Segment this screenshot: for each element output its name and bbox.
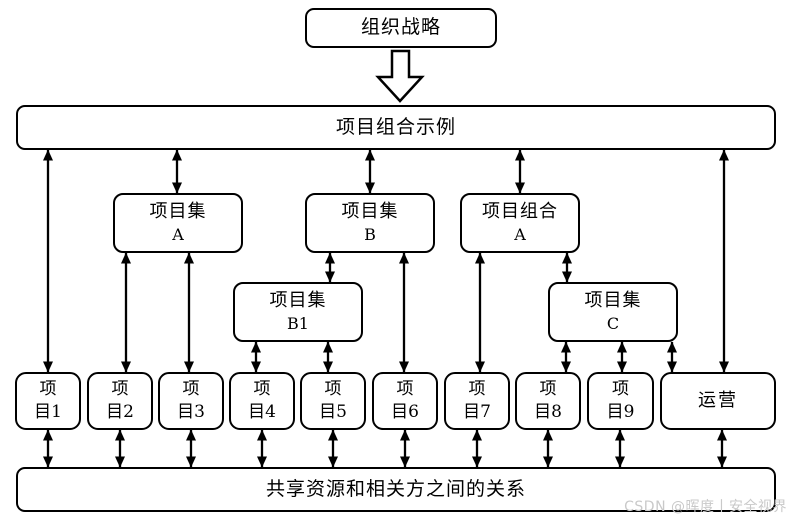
project-5-line2: 目5: [319, 402, 347, 422]
shared-resources-bar: 共享资源和相关方之间的关系: [16, 467, 776, 512]
project-6-line2: 目6: [391, 402, 419, 422]
project-3-line1: 项: [182, 379, 200, 400]
project-3-box: 项 目3: [158, 372, 224, 430]
project-8-line1: 项: [539, 379, 557, 400]
project-1-line1: 项: [39, 379, 57, 400]
program-c-label: 项目集: [584, 290, 642, 312]
project-4-line2: 目4: [248, 402, 276, 422]
project-6-line1: 项: [396, 379, 414, 400]
program-a-box: 项目集 A: [113, 193, 243, 253]
project-2-box: 项 目2: [87, 372, 153, 430]
project-8-box: 项 目8: [515, 372, 581, 430]
project-9-box: 项 目9: [587, 372, 654, 430]
project-7-line1: 项: [468, 379, 486, 400]
program-b1-letter: B1: [287, 314, 309, 334]
project-1-line2: 目1: [34, 402, 62, 422]
csdn-watermark: CSDN @晖度丨安全视界: [624, 499, 787, 515]
program-a-letter: A: [172, 225, 184, 245]
project-4-line1: 项: [253, 379, 271, 400]
portfolio-a-label: 项目组合: [482, 201, 558, 223]
program-c-box: 项目集 C: [548, 282, 678, 342]
block-arrow-down-icon: [375, 49, 425, 103]
project-7-line2: 目7: [463, 402, 491, 422]
project-1-box: 项 目1: [15, 372, 81, 430]
project-2-line2: 目2: [106, 402, 134, 422]
program-c-letter: C: [606, 314, 620, 334]
portfolio-bar-label: 项目组合示例: [335, 115, 456, 138]
program-b1-label: 项目集: [269, 290, 327, 312]
portfolio-bar: 项目组合示例: [16, 105, 776, 150]
shared-resources-label: 共享资源和相关方之间的关系: [265, 477, 526, 500]
project-9-line1: 项: [612, 379, 629, 400]
program-b-box: 项目集 B: [305, 193, 435, 253]
program-a-label: 项目集: [149, 201, 207, 223]
project-5-line1: 项: [324, 379, 342, 400]
project-7-box: 项 目7: [444, 372, 510, 430]
operations-box: 运营: [660, 372, 776, 430]
portfolio-a-letter: A: [514, 225, 526, 245]
program-b1-box: 项目集 B1: [233, 282, 363, 342]
program-b-letter: B: [364, 225, 376, 245]
project-3-line2: 目3: [177, 402, 205, 422]
program-b-label: 项目集: [341, 201, 399, 223]
project-6-box: 项 目6: [372, 372, 438, 430]
operations-label: 运营: [698, 389, 738, 411]
project-8-line2: 目8: [534, 402, 562, 422]
project-9-line2: 目9: [606, 402, 635, 422]
strategy-label: 组织战略: [360, 16, 441, 39]
strategy-box: 组织战略: [305, 8, 497, 48]
project-5-box: 项 目5: [300, 372, 366, 430]
project-2-line1: 项: [111, 379, 129, 400]
project-4-box: 项 目4: [229, 372, 295, 430]
portfolio-a-box: 项目组合 A: [460, 193, 580, 253]
